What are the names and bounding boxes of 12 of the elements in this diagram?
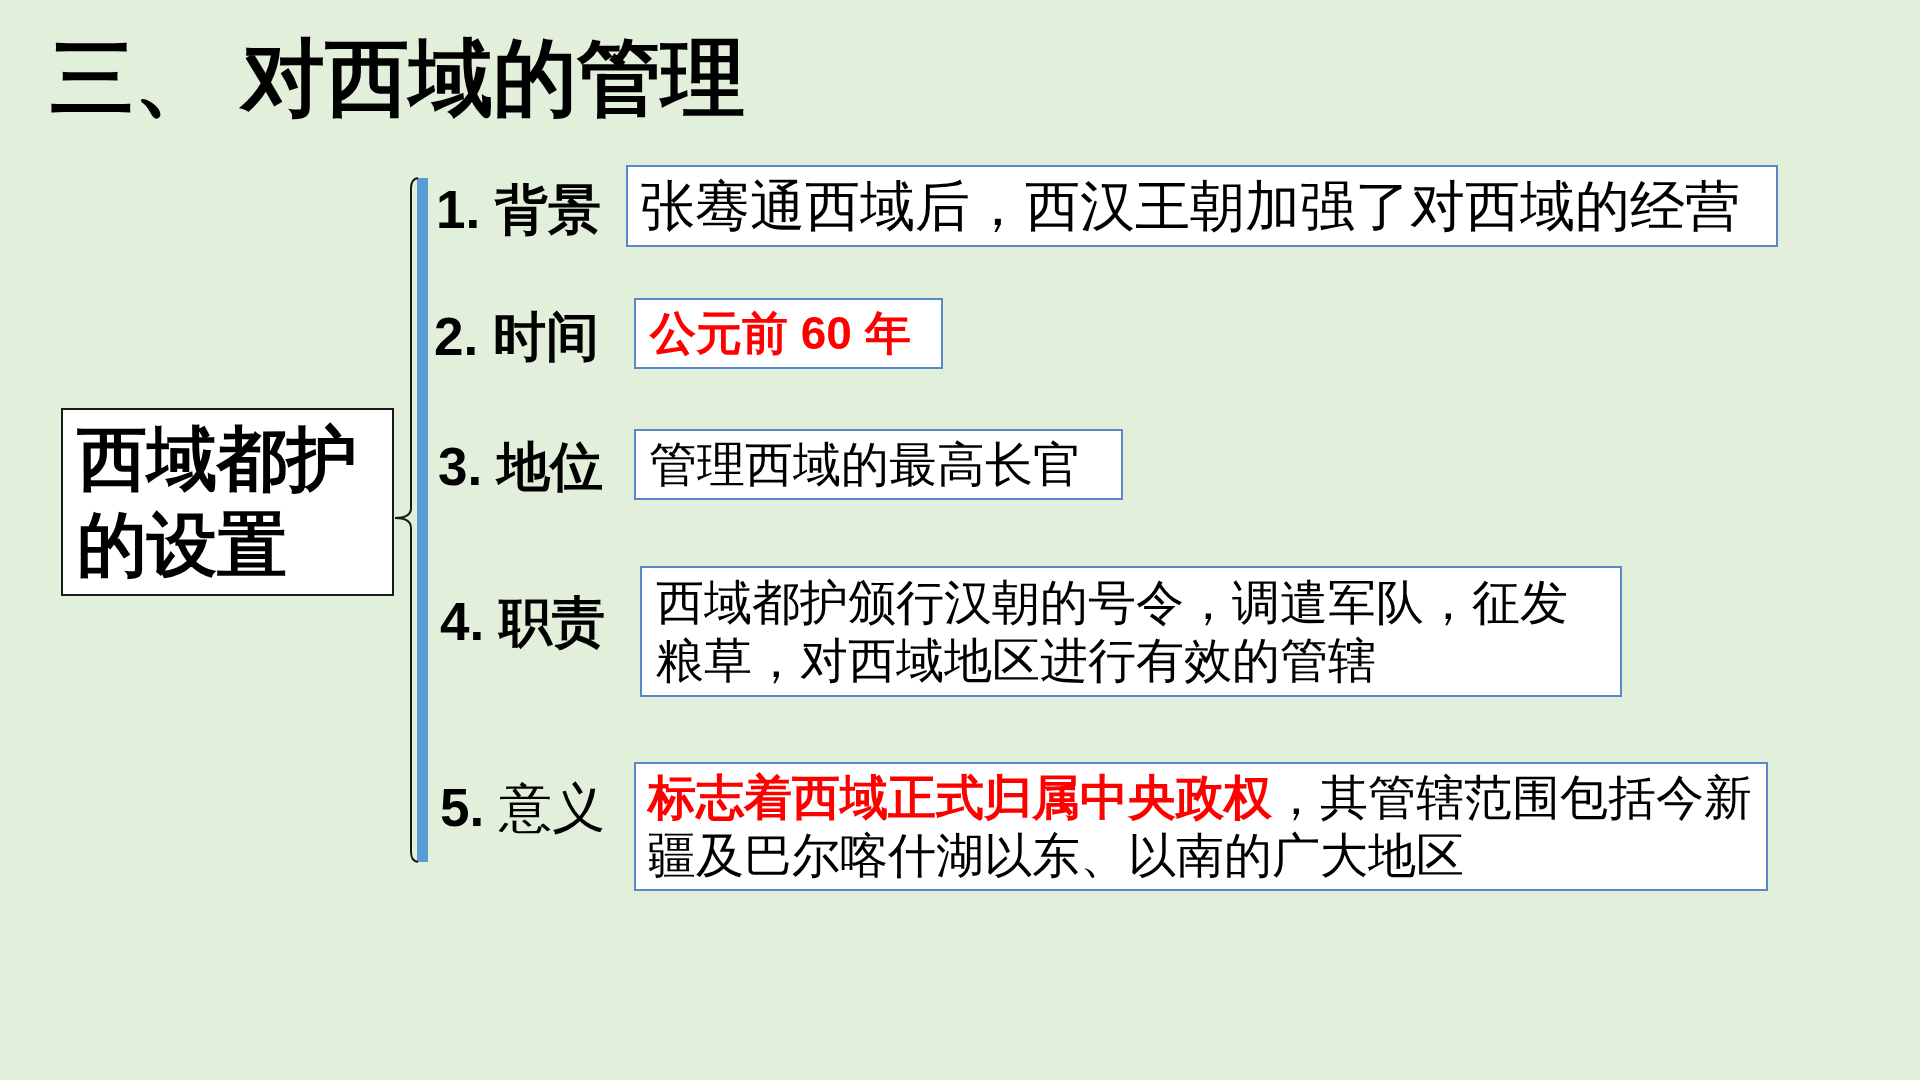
item-heading: 3. 地位	[438, 436, 603, 498]
description-box: 管理西域的最高长官	[634, 429, 1123, 500]
slide-title: 三、 对西域的管理	[50, 30, 746, 127]
item-heading: 4. 职责	[440, 591, 605, 653]
description-box: 张骞通西域后，西汉王朝加强了对西域的经营	[626, 165, 1778, 247]
item-heading: 2. 时间	[434, 306, 599, 368]
description-box: 标志着西域正式归属中央政权，其管辖范围包括今新疆及巴尔喀什湖以东、以南的广大地区	[634, 762, 1768, 891]
item-heading: 5. 意义	[440, 777, 605, 839]
topic-box: 西域都护的设置	[61, 408, 394, 596]
item-heading: 1. 背景	[436, 179, 601, 241]
description-box: 公元前 60 年	[634, 298, 943, 369]
description-box: 西域都护颁行汉朝的号令，调遣军队，征发粮草，对西域地区进行有效的管辖	[640, 566, 1622, 697]
